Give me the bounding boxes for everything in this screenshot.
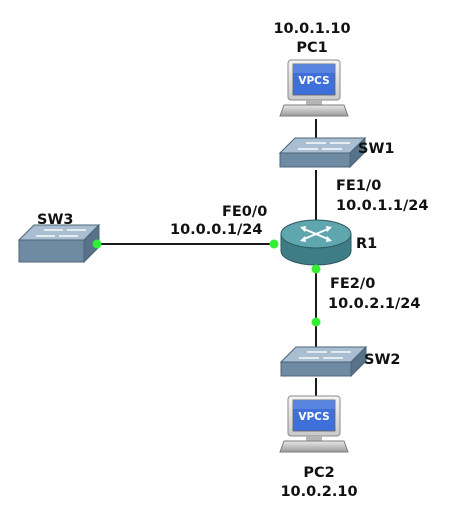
link-up-dot-sw2 [311, 317, 321, 327]
link-up-dot-r1-fe2-0 [311, 264, 321, 274]
r1-name-label: R1 [356, 236, 377, 252]
fe0-0-ip-label: 10.0.0.1/24 [170, 222, 262, 238]
interface-labels: FE1/0 10.0.1.1/24 FE0/0 10.0.0.1/24 FE2/… [170, 178, 428, 312]
pc2-screen-label: VPCS [298, 411, 329, 423]
sw3-name-label: SW3 [37, 212, 74, 228]
r1-router-icon [280, 219, 352, 266]
pc1-screen-label: VPCS [298, 75, 329, 87]
sw2-switch-icon [279, 345, 368, 378]
sw2-name-label: SW2 [364, 352, 401, 368]
pc1-device[interactable]: VPCS 10.0.1.10 PC1 [273, 21, 351, 117]
links [97, 119, 317, 396]
sw1-name-label: SW1 [358, 141, 395, 157]
fe1-0-interface-label: FE1/0 [336, 178, 381, 194]
pc2-computer-icon: VPCS [279, 395, 349, 453]
link-up-dot-sw3 [92, 239, 102, 249]
sw3-device[interactable]: SW3 [17, 212, 101, 264]
r1-device[interactable]: R1 [280, 219, 377, 266]
fe1-0-ip-label: 10.0.1.1/24 [336, 198, 428, 214]
fe0-0-interface-label: FE0/0 [222, 204, 267, 220]
link-up-dot-r1-fe0-0 [269, 239, 279, 249]
pc1-name-label: PC1 [296, 40, 327, 56]
pc2-name-label: PC2 [303, 465, 334, 481]
fe2-0-interface-label: FE2/0 [330, 276, 375, 292]
pc2-ip-label: 10.0.2.10 [280, 484, 357, 500]
sw2-device[interactable]: SW2 [279, 345, 401, 378]
fe2-0-ip-label: 10.0.2.1/24 [328, 296, 420, 312]
sw1-switch-icon [278, 136, 367, 169]
sw1-device[interactable]: SW1 [278, 136, 395, 169]
link-status-dots [92, 239, 321, 327]
pc1-ip-label: 10.0.1.10 [273, 21, 350, 37]
pc2-device[interactable]: VPCS PC2 10.0.2.10 [279, 395, 358, 500]
pc1-computer-icon: VPCS [279, 59, 349, 117]
sw3-switch-icon [17, 223, 101, 264]
